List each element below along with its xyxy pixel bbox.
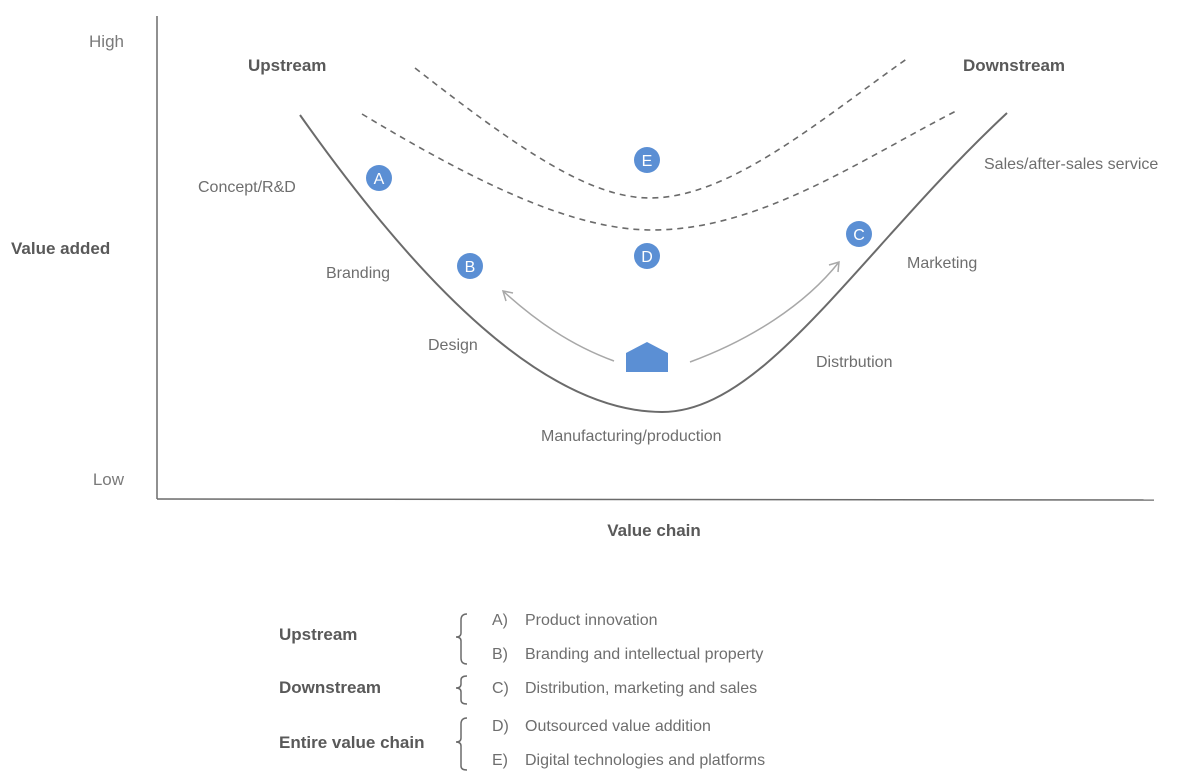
legend-item-d-text: Outsourced value addition	[525, 718, 711, 735]
dashed-curve-outer	[414, 57, 909, 199]
legend-item-a-letter: A)	[492, 612, 508, 629]
legend-group-entire: Entire value chain	[279, 733, 425, 752]
legend-item-e-letter: E)	[492, 752, 508, 769]
stage-marketing-label: Marketing	[907, 255, 977, 272]
x-axis	[156, 498, 1155, 501]
arrow-to-branding-head	[501, 290, 514, 302]
legend-item-a-text: Product innovation	[525, 612, 658, 629]
y-high-label: High	[89, 32, 124, 51]
stage-branding-label: Branding	[326, 265, 390, 282]
badge-a: A	[366, 165, 392, 191]
legend-brace-downstream	[455, 675, 468, 705]
badge-e: E	[634, 147, 660, 173]
smile-curve	[299, 112, 1008, 414]
legend-item-e-text: Digital technologies and platforms	[525, 752, 765, 769]
legend-brace-entire	[455, 717, 468, 771]
badge-b: B	[457, 253, 483, 279]
legend-item-d-letter: D)	[492, 718, 509, 735]
upstream-zone-label: Upstream	[248, 56, 326, 75]
downstream-zone-label: Downstream	[963, 56, 1065, 75]
legend-group-downstream: Downstream	[279, 678, 381, 697]
badge-d-letter: D	[641, 249, 653, 266]
legend-item-c-text: Distribution, marketing and sales	[525, 680, 757, 697]
badge-b-letter: B	[465, 259, 476, 276]
badge-c: C	[846, 221, 872, 247]
x-axis-title: Value chain	[607, 521, 701, 540]
badge-d: D	[634, 243, 660, 269]
legend-item-c-letter: C)	[492, 680, 509, 697]
y-low-label: Low	[93, 470, 125, 489]
legend-group-upstream: Upstream	[279, 625, 357, 644]
stage-manufacturing-label: Manufacturing/production	[541, 428, 722, 445]
dashed-curve-inner	[361, 109, 959, 231]
stage-design-label: Design	[428, 337, 478, 354]
badge-c-letter: C	[853, 227, 865, 244]
legend-brace-upstream	[455, 613, 468, 665]
arrow-to-marketing	[689, 261, 840, 363]
legend-item-b-text: Branding and intellectual property	[525, 646, 763, 663]
factory-icon	[626, 342, 668, 372]
y-axis-title: Value added	[11, 239, 110, 258]
badge-a-letter: A	[374, 171, 385, 188]
badge-e-letter: E	[642, 153, 653, 170]
arrow-to-marketing-head	[828, 260, 840, 273]
arrow-to-branding	[502, 290, 615, 362]
stage-concept-label: Concept/R&D	[198, 179, 296, 196]
stage-sales-label: Sales/after-sales service	[984, 156, 1158, 173]
legend-item-b-letter: B)	[492, 646, 508, 663]
stage-distribution-label: Distrbution	[816, 354, 892, 371]
